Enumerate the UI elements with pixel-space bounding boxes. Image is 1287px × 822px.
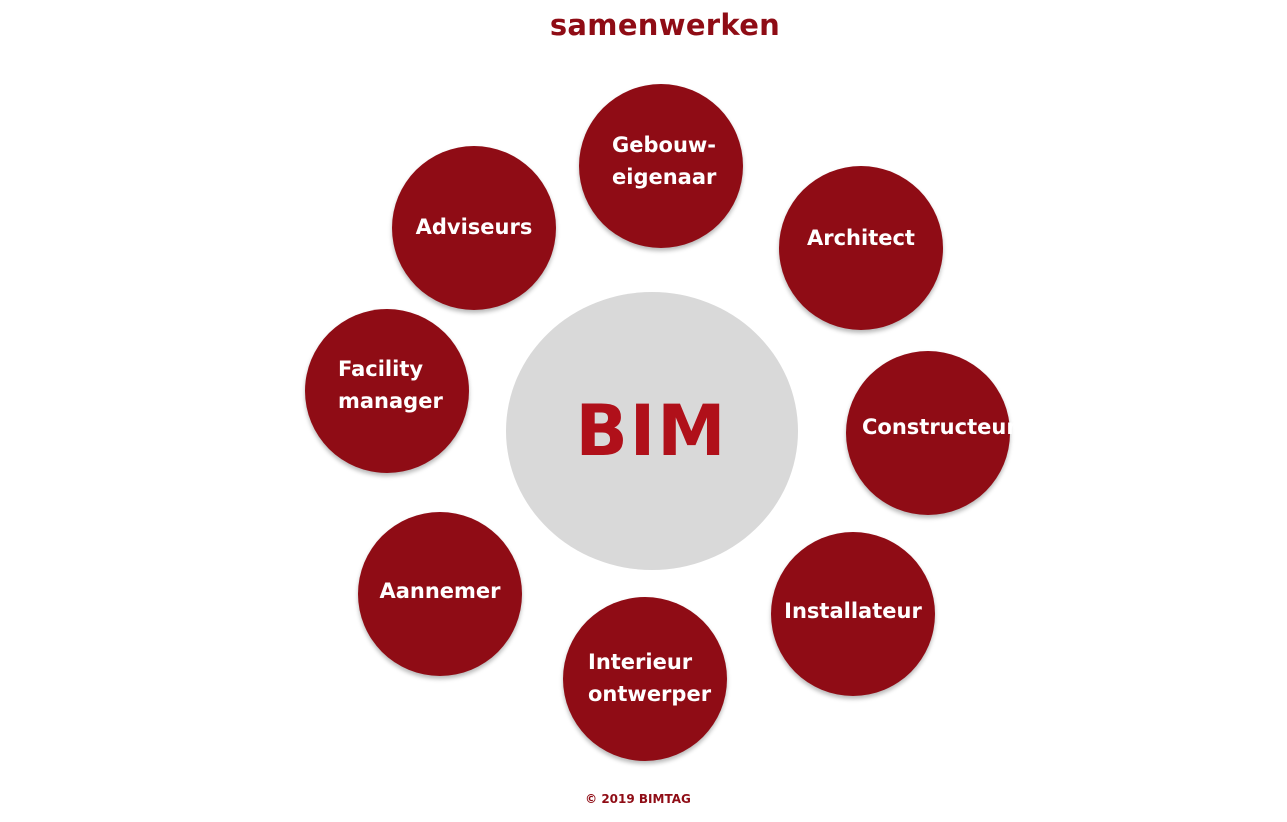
copyright-footer: © 2019 BIMTAG	[585, 792, 691, 806]
node-adviseurs: Adviseurs	[392, 146, 556, 310]
node-facility-manager: Facility manager	[305, 309, 469, 473]
bim-hub-circle: BIM	[506, 292, 798, 570]
node-label: Adviseurs	[415, 215, 533, 239]
node-installateur: Installateur	[771, 532, 935, 696]
node-label: Interieur ontwerper	[588, 649, 712, 706]
node-label: Constructeur	[862, 415, 1017, 439]
node-label: Aannemer	[379, 579, 501, 603]
node-gebouweigenaar: Gebouw- eigenaar	[579, 84, 743, 248]
node-architect: Architect	[779, 166, 943, 330]
node-constructeur: Constructeur	[846, 351, 1017, 515]
node-label: Installateur	[784, 599, 922, 623]
node-label: Facility manager	[338, 357, 443, 413]
node-label: Architect	[807, 226, 915, 250]
page-title: samenwerken	[549, 8, 781, 42]
node-interieur-ontwerper: Interieur ontwerper	[563, 597, 727, 761]
node-label: Gebouw- eigenaar	[612, 133, 717, 189]
node-aannemer: Aannemer	[358, 512, 522, 676]
hub-label: BIM	[576, 390, 728, 472]
